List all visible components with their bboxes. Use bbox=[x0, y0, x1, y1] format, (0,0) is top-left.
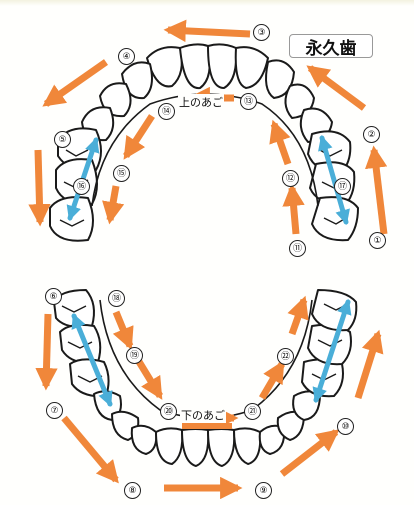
step-22: ㉒ bbox=[277, 348, 294, 365]
step-16: ⑯ bbox=[73, 178, 90, 195]
arrow-1-2 bbox=[374, 150, 384, 234]
lower-jaw-label: 下のあご bbox=[180, 407, 226, 423]
arrow-19-20 bbox=[138, 360, 160, 396]
title-text: 永久歯 bbox=[306, 34, 357, 59]
step-3: ③ bbox=[253, 24, 270, 41]
step-6: ⑥ bbox=[45, 288, 62, 305]
step-11: ⑪ bbox=[289, 240, 306, 257]
arrow-2-3 bbox=[310, 68, 364, 108]
step-12: ⑫ bbox=[282, 170, 299, 187]
upper-jaw-label: 上のあご bbox=[178, 94, 224, 110]
step-17: ⑰ bbox=[334, 178, 351, 195]
step-9: ⑨ bbox=[255, 482, 272, 499]
step-8: ⑧ bbox=[124, 482, 141, 499]
title-label: 永久歯 bbox=[289, 34, 373, 58]
step-21: ㉑ bbox=[244, 403, 261, 420]
step-5: ⑤ bbox=[54, 131, 71, 148]
arrow-10-end bbox=[358, 334, 378, 398]
step-2: ② bbox=[363, 126, 380, 143]
step-10: ⑩ bbox=[337, 418, 354, 435]
arrow-15-16 bbox=[110, 186, 116, 220]
step-1: ① bbox=[369, 232, 386, 249]
step-18: ⑱ bbox=[108, 290, 125, 307]
step-7: ⑦ bbox=[46, 402, 63, 419]
step-19: ⑲ bbox=[126, 347, 143, 364]
arrow-7-8 bbox=[64, 418, 116, 480]
step-14: ⑭ bbox=[158, 103, 175, 120]
arrow-3-4 bbox=[168, 30, 250, 34]
arrow-22-end bbox=[292, 300, 304, 334]
arrow-11-12 bbox=[292, 188, 296, 234]
step-20: ⑳ bbox=[160, 403, 177, 420]
arrow-18-19 bbox=[116, 312, 130, 346]
arrow-5-6 bbox=[38, 150, 40, 222]
arrow-4-5 bbox=[46, 62, 106, 104]
step-15: ⑮ bbox=[113, 165, 130, 182]
step-13: ⑬ bbox=[240, 93, 257, 110]
arrow-6-7 bbox=[46, 314, 48, 386]
arrow-12-13 bbox=[274, 124, 288, 164]
step-4: ④ bbox=[118, 48, 135, 65]
